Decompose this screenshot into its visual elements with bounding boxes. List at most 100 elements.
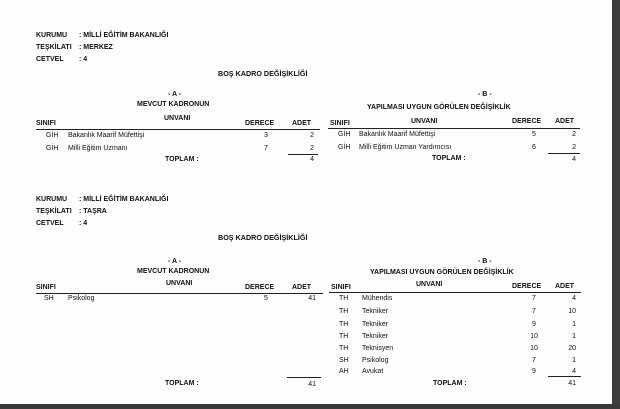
col-derece-right: DERECE — [512, 283, 542, 290]
teskilati-label: TEŞKİLATI — [36, 208, 72, 215]
b-mark: - B - — [478, 258, 492, 265]
a-mark: - A - — [168, 91, 182, 98]
b-title: YAPILMASI UYGUN GÖRÜLEN DEĞİŞİKLİK — [367, 104, 511, 111]
cell-adet: 1 — [572, 321, 576, 328]
cell-unvan: Psikolog — [362, 357, 389, 364]
cell-sinif: TH — [339, 295, 349, 302]
cell-adet: 1 — [572, 357, 576, 364]
header-rule-right — [328, 128, 580, 129]
cell-unvan: Bakanlık Maarif Müfettişi — [68, 132, 145, 139]
total-right: 4 — [572, 156, 576, 163]
total-left: 41 — [308, 381, 316, 388]
document-page: KURUMU : MİLLİ EĞİTİM BAKANLIĞI TEŞKİLAT… — [0, 0, 612, 404]
col-sinifi-right: SINIFI — [331, 284, 351, 291]
cell-adet: 2 — [572, 144, 576, 151]
cell-adet: 1 — [572, 333, 576, 340]
total-rule-left — [287, 377, 321, 378]
cell-adet: 4 — [572, 368, 576, 375]
kurumu-label: KURUMU — [36, 32, 68, 39]
col-unvani-left: UNVANI — [164, 115, 191, 122]
cell-sinif: GİH — [338, 131, 351, 138]
kurumu-label: KURUMU — [36, 196, 68, 203]
cell-unvan: Milli Eğitim Uzmanı — [68, 145, 128, 152]
total-rule-right — [548, 153, 580, 154]
cell-adet: 20 — [568, 345, 576, 352]
cetvel-value: : 4 — [79, 56, 88, 63]
header-rule-left — [36, 293, 323, 294]
cetvel-label: CETVEL — [36, 56, 64, 63]
teskilati-value: : TAŞRA — [79, 208, 107, 215]
total-rule-right — [548, 376, 581, 377]
cell-adet: 2 — [572, 131, 576, 138]
b-title: YAPILMASI UYGUN GÖRÜLEN DEĞİŞİKLİK — [370, 269, 514, 276]
kurumu-value: : MİLLİ EĞİTİM BAKANLIĞI — [79, 196, 169, 203]
total-rule-left — [288, 154, 318, 155]
teskilati-label: TEŞKİLATI — [36, 44, 72, 51]
col-sinifi-left: SINIFI — [36, 120, 56, 127]
cell-unvan: Teknisyen — [362, 345, 394, 352]
cell-adet: 41 — [308, 295, 316, 302]
cell-adet: 10 — [568, 308, 576, 315]
section-title: BOŞ KADRO DEĞİŞİKLİĞİ — [218, 233, 308, 242]
col-unvani-right: UNVANI — [416, 281, 443, 288]
cell-derece: 7 — [532, 308, 536, 315]
cell-sinif: TH — [339, 345, 349, 352]
section-title: BOŞ KADRO DEĞİŞİKLİĞİ — [218, 69, 308, 78]
cell-derece: 6 — [532, 144, 536, 151]
cell-sinif: TH — [339, 308, 349, 315]
page-edge-bottom — [0, 404, 620, 409]
total-right: 41 — [568, 380, 576, 387]
cetvel-value: : 4 — [79, 220, 88, 227]
total-left: 4 — [310, 156, 314, 163]
cell-unvan: Milli Eğitim Uzman Yardımcısı — [359, 144, 452, 151]
cell-sinif: TH — [339, 321, 349, 328]
header-rule-left — [36, 129, 320, 130]
col-adet-left: ADET — [292, 120, 312, 127]
cell-adet: 4 — [572, 295, 576, 302]
kurumu-value: : MİLLİ EĞİTİM BAKANLIĞI — [79, 32, 169, 39]
toplam-label-right: TOPLAM : — [432, 155, 466, 162]
toplam-label-right: TOPLAM : — [433, 380, 467, 387]
a-title: MEVCUT KADRONUN — [137, 101, 210, 108]
cell-unvan: Bakanlık Maarif Müfettişi — [359, 131, 436, 138]
cell-derece: 9 — [532, 321, 536, 328]
cell-derece: 5 — [264, 295, 268, 302]
col-adet-right: ADET — [555, 283, 575, 290]
cell-sinif: AH — [339, 368, 349, 375]
page-edge-right — [612, 0, 620, 409]
col-adet-left: ADET — [292, 284, 312, 291]
col-sinifi-left: SINIFI — [36, 284, 56, 291]
cell-unvan: Mühendis — [362, 295, 393, 302]
cell-sinif: SH — [44, 295, 54, 302]
cell-sinif: TH — [339, 333, 349, 340]
cell-unvan: Tekniker — [362, 333, 389, 340]
col-unvani-right: UNVANI — [411, 118, 438, 125]
cell-sinif: GİH — [46, 145, 59, 152]
cell-sinif: GİH — [46, 132, 59, 139]
col-unvani-left: UNVANI — [166, 280, 193, 287]
cell-derece: 3 — [264, 132, 268, 139]
cell-derece: 5 — [532, 131, 536, 138]
cetvel-label: CETVEL — [36, 220, 64, 227]
teskilati-value: : MERKEZ — [79, 44, 113, 51]
cell-derece: 7 — [532, 295, 536, 302]
toplam-label-left: TOPLAM : — [165, 156, 199, 163]
cell-unvan: Avukat — [362, 368, 384, 375]
col-sinifi-right: SINIFI — [330, 120, 350, 127]
cell-adet: 2 — [310, 132, 314, 139]
a-mark: - A - — [168, 258, 182, 265]
cell-derece: 7 — [532, 357, 536, 364]
cell-derece: 10 — [530, 345, 538, 352]
col-derece-left: DERECE — [245, 120, 275, 127]
cell-unvan: Psikolog — [68, 295, 95, 302]
cell-sinif: SH — [339, 357, 349, 364]
cell-adet: 2 — [310, 145, 314, 152]
a-title: MEVCUT KADRONUN — [137, 268, 210, 275]
cell-derece: 7 — [264, 145, 268, 152]
cell-unvan: Tekniker — [362, 321, 389, 328]
col-derece-left: DERECE — [245, 284, 275, 291]
toplam-label-left: TOPLAM : — [165, 380, 199, 387]
col-adet-right: ADET — [555, 118, 575, 125]
cell-sinif: GİH — [338, 144, 351, 151]
cell-derece: 10 — [530, 333, 538, 340]
